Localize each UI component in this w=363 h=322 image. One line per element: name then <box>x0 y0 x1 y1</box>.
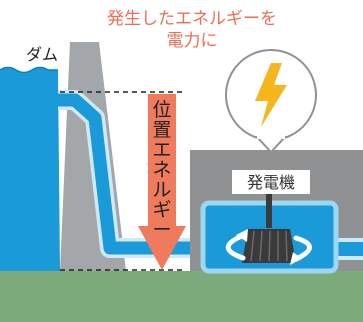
potential-energy-arrow <box>138 94 186 270</box>
reservoir-water <box>0 67 60 271</box>
arrow-label-char: 位 <box>152 99 171 121</box>
arrow-label-char: ル <box>152 179 171 201</box>
headline-line-2: 電力に <box>167 31 218 51</box>
arrow-label-char: 置 <box>152 119 171 141</box>
arrow-label-char: ー <box>152 219 171 241</box>
lightning-bolt-icon <box>255 63 287 127</box>
reservoir-surface-wave <box>0 66 58 74</box>
arrow-label-char: ネ <box>152 159 171 181</box>
arrow-label: 位 置 エ ネ ル ギ ー <box>152 99 171 241</box>
arrow-label-char: ギ <box>152 199 171 221</box>
dam-label: ダム <box>26 45 58 64</box>
rotation-arrowhead-right <box>290 252 302 265</box>
generator-shaft <box>266 190 272 228</box>
generator-label: 発電機 <box>247 173 295 192</box>
ground <box>0 271 363 322</box>
turbine-rotation-icon <box>225 233 312 261</box>
generator-label-box <box>232 170 310 194</box>
penstock-water <box>58 93 190 255</box>
rotation-arrowhead-left <box>236 229 248 242</box>
turbine-blades <box>250 230 288 262</box>
headline-line-1: 発生したエネルギーを <box>107 9 277 29</box>
arrow-label-char: エ <box>152 139 171 161</box>
